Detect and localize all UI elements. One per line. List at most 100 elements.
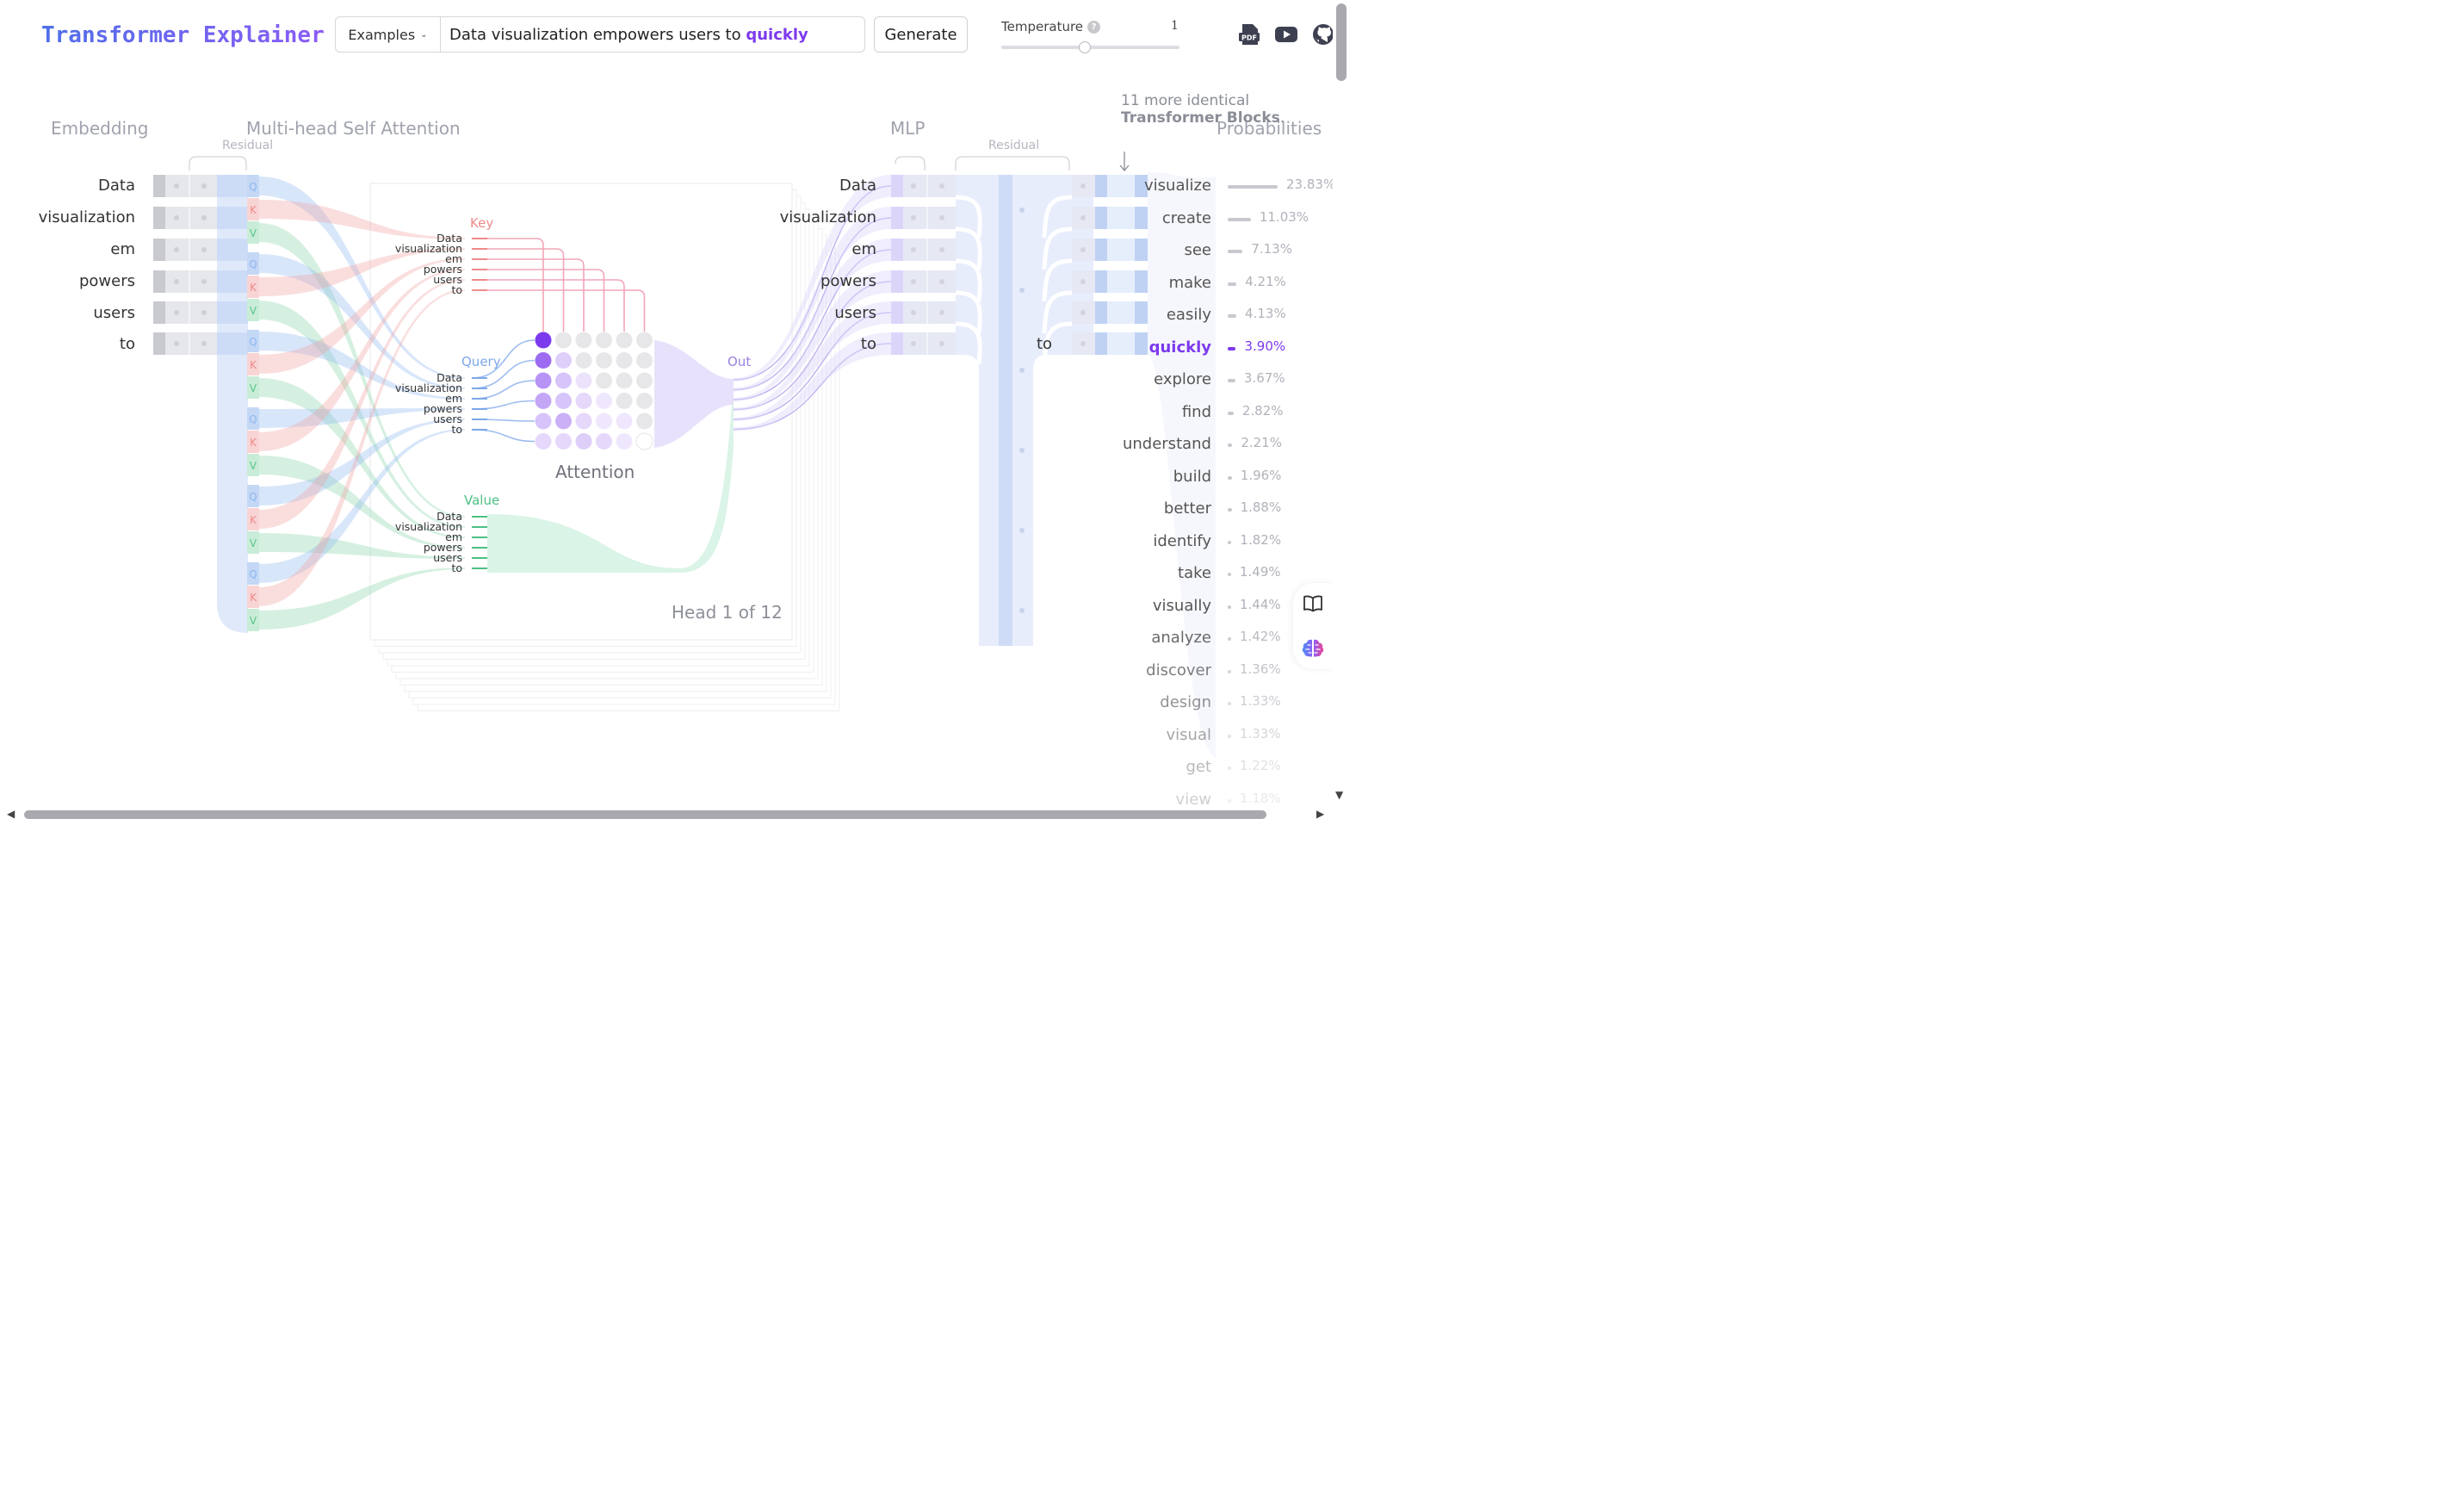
more-blocks-suffix: . (1279, 109, 1285, 127)
attention-cell[interactable] (596, 372, 612, 389)
attention-cell[interactable] (616, 372, 633, 389)
probability-word[interactable]: better (1163, 499, 1211, 518)
embedding-position-vector (165, 270, 217, 293)
probability-word[interactable]: see (1184, 241, 1211, 259)
attention-cell[interactable] (555, 372, 572, 389)
vertical-scrollbar[interactable] (1333, 0, 1350, 809)
horizontal-scrollbar-thumb[interactable] (24, 810, 1266, 819)
attention-cell[interactable] (596, 433, 612, 450)
attention-cell[interactable] (535, 332, 552, 349)
attention-cell[interactable] (596, 393, 612, 409)
embedding-title[interactable]: Embedding (51, 118, 149, 139)
attention-cell[interactable] (535, 393, 552, 409)
attention-cell[interactable] (535, 372, 552, 389)
more-blocks-bold: Transformer Blocks (1121, 109, 1280, 127)
probability-word[interactable]: build (1173, 467, 1211, 486)
attention-cell[interactable] (555, 393, 572, 409)
brain-icon[interactable] (1301, 637, 1325, 660)
probability-value: 1.22% (1240, 758, 1281, 773)
attention-cell[interactable] (636, 372, 653, 389)
qkv-cell (247, 221, 259, 244)
vertical-scrollbar-thumb[interactable] (1336, 3, 1347, 81)
attention-cell[interactable] (596, 412, 612, 430)
probability-word[interactable]: take (1178, 564, 1211, 582)
probability-bar (1228, 282, 1237, 286)
probability-word[interactable]: explore (1154, 370, 1211, 388)
attention-cell[interactable] (575, 372, 592, 389)
prompt-input[interactable]: Data visualization empowers users to qui… (441, 26, 864, 44)
attention-cell[interactable] (616, 433, 633, 450)
probability-word[interactable]: visually (1152, 596, 1211, 615)
temperature-slider-thumb[interactable] (1079, 41, 1092, 53)
attention-cell[interactable] (555, 332, 572, 349)
probability-word[interactable]: create (1161, 208, 1211, 227)
mlp-separator (1042, 290, 1073, 334)
attention-mini-token: powers (423, 541, 462, 554)
attention-cell[interactable] (616, 412, 633, 430)
scroll-down-arrow-icon[interactable]: ▼ (1335, 789, 1344, 801)
mlp-hidden-column (999, 175, 1012, 646)
generate-button[interactable]: Generate (874, 16, 968, 53)
scroll-left-arrow-icon[interactable]: ◀ (7, 808, 15, 820)
probability-word[interactable]: analyze (1151, 629, 1211, 647)
mlp-dot (939, 247, 944, 252)
embedding-token[interactable]: users (93, 304, 135, 322)
mlp-title[interactable]: MLP (890, 118, 926, 139)
probability-bar (1228, 379, 1235, 382)
attention-cell[interactable] (555, 352, 572, 369)
youtube-icon[interactable] (1274, 23, 1298, 46)
attention-cell[interactable] (575, 352, 592, 369)
embedding-token[interactable]: powers (78, 272, 135, 290)
attention-cell[interactable] (596, 352, 612, 369)
attention-cell[interactable] (575, 332, 592, 349)
mlp-input-vector (891, 175, 903, 197)
attention-cell[interactable] (636, 332, 653, 349)
probability-word[interactable]: understand (1122, 435, 1211, 453)
book-icon[interactable] (1303, 594, 1323, 613)
probability-word[interactable]: quickly (1148, 338, 1211, 357)
attention-cell[interactable] (555, 433, 572, 450)
head-label[interactable]: Head 1 of 12 (672, 602, 783, 623)
attention-cell[interactable] (575, 412, 592, 430)
probability-word[interactable]: easily (1166, 306, 1211, 324)
embedding-token[interactable]: em (110, 240, 135, 258)
embedding-token[interactable]: Data (98, 177, 135, 195)
embedding-token[interactable]: to (119, 335, 135, 353)
probabilities-title[interactable]: Probabilities (1217, 118, 1322, 139)
probability-word[interactable]: view (1175, 790, 1211, 809)
probability-word[interactable]: get (1186, 758, 1211, 776)
pdf-icon[interactable]: PDF (1237, 23, 1261, 46)
attention-cell[interactable] (636, 352, 653, 369)
attention-cell[interactable] (575, 393, 592, 409)
scroll-right-arrow-icon[interactable]: ▶ (1316, 808, 1325, 820)
help-icon[interactable]: ? (1087, 20, 1101, 34)
attention-cell[interactable] (596, 332, 612, 349)
attention-cell[interactable] (636, 412, 653, 430)
probability-bar (1228, 734, 1231, 738)
attention-cell[interactable] (555, 412, 572, 430)
attention-cell[interactable] (616, 393, 633, 409)
attention-cell[interactable] (616, 352, 633, 369)
probability-word[interactable]: visual (1166, 725, 1211, 744)
examples-dropdown[interactable]: Examples ⌄ (336, 17, 441, 52)
attention-cell[interactable] (616, 332, 633, 349)
probability-word[interactable]: visualize (1144, 177, 1211, 195)
embedding-token[interactable]: visualization (38, 208, 135, 226)
probability-word[interactable]: discover (1146, 661, 1211, 679)
probability-word[interactable]: identify (1153, 531, 1211, 550)
attention-cell[interactable] (535, 352, 552, 369)
qkv-cell (247, 586, 259, 608)
attention-to-out-flow (654, 340, 734, 448)
attention-mini-token: em (445, 392, 462, 405)
attention-title[interactable]: Multi-head Self Attention (246, 118, 461, 139)
attention-cell[interactable] (535, 412, 552, 430)
attention-cell[interactable] (575, 433, 592, 450)
qkv-cell (247, 431, 259, 453)
probability-word[interactable]: make (1168, 273, 1211, 292)
attention-cell[interactable] (535, 433, 552, 450)
github-icon[interactable] (1311, 23, 1335, 46)
attention-cell[interactable] (636, 393, 653, 409)
block-stack-vector (1095, 301, 1107, 324)
probability-word[interactable]: design (1160, 693, 1211, 711)
probability-word[interactable]: find (1181, 402, 1211, 421)
